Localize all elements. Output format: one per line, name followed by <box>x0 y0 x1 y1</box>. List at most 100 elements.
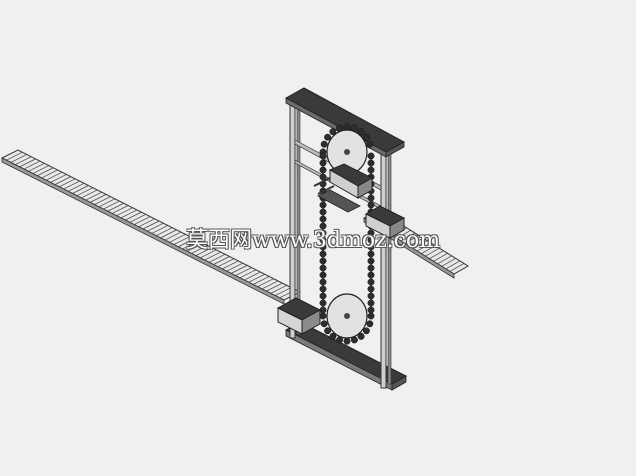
chain-link <box>367 278 375 286</box>
chain-link <box>319 152 327 160</box>
chain-link <box>367 306 375 314</box>
conveyor-slat <box>252 276 270 285</box>
right-conveyor <box>363 205 469 279</box>
conveyor-slat <box>6 151 23 161</box>
conveyor-slat <box>72 185 89 194</box>
chain-link <box>366 320 374 328</box>
chain-link <box>367 299 375 307</box>
chain-link <box>319 292 327 300</box>
conveyor-slat <box>208 253 226 263</box>
chain-link <box>319 299 327 307</box>
chain-link <box>324 133 332 141</box>
conveyor-slat <box>437 255 452 265</box>
conveyor-slat <box>400 232 415 242</box>
conveyor-slat <box>45 171 63 181</box>
chain-link <box>319 173 327 181</box>
chain-link <box>319 159 327 167</box>
chain-link <box>357 332 365 340</box>
conveyor-slat <box>15 156 32 165</box>
conveyor-slat <box>449 263 465 272</box>
conveyor-slat <box>151 225 168 234</box>
chain-links <box>319 123 375 345</box>
conveyor-slat <box>244 271 261 281</box>
conveyor-slat <box>41 169 58 179</box>
chain-link <box>367 243 375 251</box>
conveyor-slat <box>37 167 54 177</box>
conveyor-slat <box>111 205 129 214</box>
conveyor-slat <box>156 227 173 236</box>
conveyor-slat <box>32 165 50 174</box>
chain-link <box>336 336 344 344</box>
conveyor-slat <box>275 287 292 296</box>
conveyor-slat <box>125 211 142 221</box>
conveyor-slat <box>147 222 164 232</box>
conveyor-slat <box>230 265 248 274</box>
chain-link <box>357 128 365 136</box>
chain-link <box>319 278 327 286</box>
chain-link <box>319 312 327 320</box>
conveyor-slat <box>28 162 45 172</box>
lift-carriage <box>313 163 374 213</box>
chain-link <box>366 140 374 148</box>
chain-link <box>319 264 327 272</box>
chain-link <box>367 194 375 202</box>
conveyor-slat <box>23 160 41 170</box>
chain-link <box>319 257 327 265</box>
conveyor-slat <box>195 247 213 256</box>
chain-link <box>367 312 375 320</box>
chain-link <box>343 123 351 131</box>
chain-link <box>343 337 351 345</box>
chain-link <box>350 124 358 132</box>
conveyor-slat <box>217 258 235 268</box>
conveyor-slat <box>408 237 424 247</box>
conveyor-slat <box>222 260 239 270</box>
chain-link <box>320 320 328 328</box>
conveyor-slat <box>261 280 279 290</box>
conveyor-slat <box>182 240 199 250</box>
conveyor-slat <box>134 216 151 225</box>
conveyor-slat <box>67 182 85 192</box>
conveyor-slat <box>76 187 94 197</box>
left-drive-box <box>276 297 322 335</box>
conveyor-slat <box>10 154 27 163</box>
conveyor-slat <box>270 285 287 294</box>
chain-link <box>367 250 375 258</box>
chain-link <box>367 271 375 279</box>
conveyor-slat <box>421 245 436 254</box>
conveyor-slat <box>103 200 120 210</box>
left-conveyor-slats <box>6 151 296 299</box>
conveyor-slat <box>248 273 265 283</box>
conveyor-slat <box>63 180 80 190</box>
conveyor-slat <box>417 242 432 252</box>
chain-link <box>367 229 375 237</box>
conveyor-slat <box>396 230 411 239</box>
chain-link <box>336 124 344 132</box>
conveyor-slat <box>433 252 448 262</box>
conveyor-slat <box>213 256 230 265</box>
chain-link <box>367 285 375 293</box>
conveyor-slat <box>191 245 208 254</box>
chain-link <box>319 285 327 293</box>
chain-link <box>367 166 375 174</box>
chain-link <box>362 133 370 141</box>
conveyor-slat <box>59 178 76 188</box>
chain-link <box>329 128 337 136</box>
conveyor-slat <box>89 194 107 203</box>
conveyor-slat <box>441 258 456 267</box>
chain-link <box>319 166 327 174</box>
right-post-back <box>387 151 392 385</box>
conveyor-slat <box>226 262 243 272</box>
conveyor-slat <box>94 196 111 205</box>
chain-link <box>319 243 327 251</box>
conveyor-slat <box>429 250 444 260</box>
conveyor-slat <box>164 231 182 241</box>
conveyor-slat <box>200 249 217 259</box>
conveyor-slat <box>138 218 155 228</box>
chain-link <box>367 201 375 209</box>
chain-link <box>319 229 327 237</box>
left-conveyor <box>0 149 302 305</box>
conveyor-slat <box>116 207 133 217</box>
chain-link <box>367 264 375 272</box>
